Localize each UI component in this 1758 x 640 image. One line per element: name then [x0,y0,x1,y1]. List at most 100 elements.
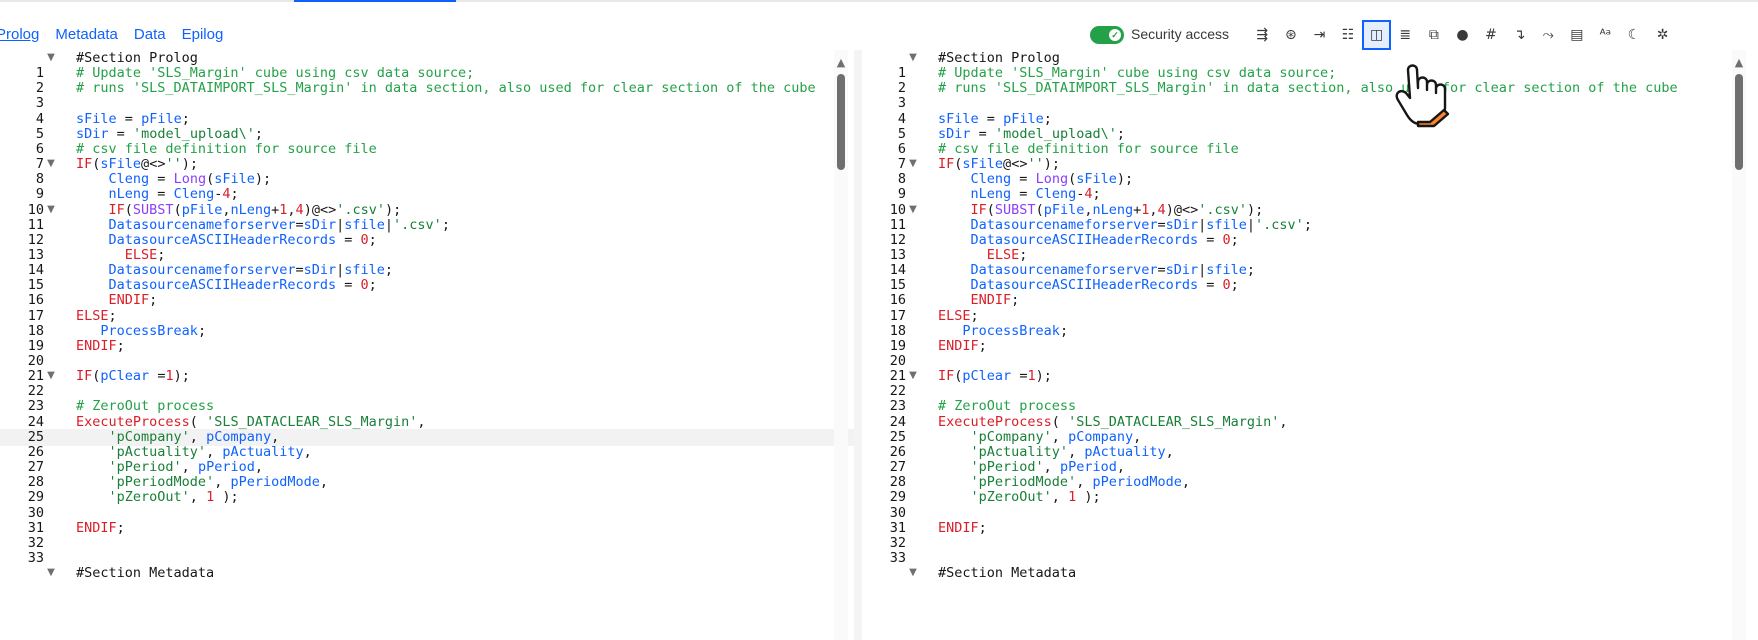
code-line[interactable]: 6# csv file definition for source file [0,141,854,158]
compare-icon[interactable]: ⊛ [1285,27,1297,43]
code-line[interactable]: 3 [0,95,854,112]
code-line[interactable]: 9 nLeng = Cleng-4; [862,186,1758,203]
code-line[interactable]: 21▼IF(pClear =1); [0,368,854,385]
fold-arrow-icon[interactable]: ▼ [909,158,917,170]
code-line[interactable]: 16 ENDIF; [0,292,854,309]
code-line[interactable]: 9 nLeng = Cleng-4; [0,186,854,203]
code-line[interactable]: 23# ZeroOut process [862,398,1758,415]
text-size-icon[interactable]: ᴬᵃ [1599,27,1612,43]
code-line[interactable]: 21▼IF(pClear =1); [862,368,1758,385]
code-line[interactable]: 26 'pActuality', pActuality, [862,444,1758,461]
hash-icon[interactable]: # [1485,27,1497,43]
fold-arrow-icon[interactable]: ▼ [47,370,55,382]
code-line[interactable]: 30 [0,505,854,522]
code-line[interactable]: ▼#Section Metadata [0,565,854,582]
scrollbar-thumb[interactable] [837,74,845,170]
scroll-up-arrow-icon[interactable]: ▲ [1734,56,1744,69]
tab-epilog[interactable]: Epilog [181,26,224,43]
dark-mode-icon[interactable]: ☾ [1627,27,1641,43]
code-line[interactable]: 2# runs 'SLS_DATAIMPORT_SLS_Margin' in d… [0,80,854,97]
code-line[interactable]: 27 'pPeriod', pPeriod, [862,459,1758,476]
code-line[interactable]: 18 ProcessBreak; [0,323,854,340]
code-line[interactable]: 7▼IF(sFile@<>''); [862,156,1758,173]
scrollbar-thumb[interactable] [1735,74,1743,170]
table-icon[interactable]: ▤ [1570,27,1584,43]
code-line[interactable]: 20 [862,353,1758,370]
code-line[interactable]: ▼#Section Prolog [0,50,854,67]
wrap-icon[interactable]: ↴ [1513,27,1526,43]
code-line[interactable]: 28 'pPeriodMode', pPeriodMode, [0,474,854,491]
pane-divider[interactable] [854,50,862,640]
code-line[interactable]: 15 DatasourceASCIIHeaderRecords = 0; [0,277,854,294]
split-view-icon[interactable]: ◫ [1362,20,1391,50]
tab-data[interactable]: Data [133,26,166,43]
tab-metadata[interactable]: Metadata [55,26,118,43]
code-line[interactable]: 13 ELSE; [862,247,1758,264]
code-line[interactable]: 32 [0,535,854,552]
code-line[interactable]: 1# Update 'SLS_Margin' cube using csv da… [0,65,854,82]
code-line[interactable]: 7▼IF(sFile@<>''); [0,156,854,173]
code-line[interactable]: 1# Update 'SLS_Margin' cube using csv da… [862,65,1758,82]
fold-arrow-icon[interactable]: ▼ [909,567,917,579]
record-icon[interactable]: ● [1456,27,1469,43]
fold-arrow-icon[interactable]: ▼ [47,567,55,579]
fold-arrow-icon[interactable]: ▼ [909,52,917,63]
scroll-up-arrow-icon[interactable]: ▲ [836,56,846,69]
code-line[interactable]: 33 [862,550,1758,567]
code-line[interactable]: 25 'pCompany', pCompany, [0,428,854,446]
code-line[interactable]: 6# csv file definition for source file [862,141,1758,158]
code-line[interactable]: 14 Datasourcenameforserver=sDir|sfile; [862,262,1758,279]
numbered-list-icon[interactable]: ☷ [1341,27,1355,43]
code-line[interactable]: 8 Cleng = Long(sFile); [862,171,1758,188]
code-line[interactable]: 2# runs 'SLS_DATAIMPORT_SLS_Margin' in d… [862,80,1758,97]
security-access-toggle[interactable]: ✓ [1090,26,1124,44]
code-line[interactable]: 29 'pZeroOut', 1 ); [862,489,1758,506]
code-line[interactable]: 20 [0,353,854,370]
code-line[interactable]: 12 DatasourceASCIIHeaderRecords = 0; [862,232,1758,249]
code-line[interactable]: 23# ZeroOut process [0,398,854,415]
code-line[interactable]: 3 [862,95,1758,112]
code-line[interactable]: 14 Datasourcenameforserver=sDir|sfile; [0,262,854,279]
debug-icon[interactable]: ✲ [1656,27,1669,43]
export-icon[interactable]: ⇶ [1256,27,1269,43]
fold-arrow-icon[interactable]: ▼ [47,158,55,170]
code-line[interactable]: 16 ENDIF; [862,292,1758,309]
code-line[interactable]: 11 Datasourcenameforserver=sDir|sfile|'.… [862,217,1758,234]
code-line[interactable]: 11 Datasourcenameforserver=sDir|sfile|'.… [0,217,854,234]
code-line[interactable]: 29 'pZeroOut', 1 ); [0,489,854,506]
code-line[interactable]: 33 [0,550,854,567]
code-line[interactable]: 28 'pPeriodMode', pPeriodMode, [862,474,1758,491]
code-line[interactable]: 15 DatasourceASCIIHeaderRecords = 0; [862,277,1758,294]
vertical-scrollbar-left[interactable]: ▲ [834,50,848,640]
code-line[interactable]: 26 'pActuality', pActuality, [0,444,854,461]
code-line[interactable]: ▼#Section Metadata [862,565,1758,582]
format-icon[interactable]: ⤳ [1542,27,1554,43]
code-line[interactable]: 12 DatasourceASCIIHeaderRecords = 0; [0,232,854,249]
fold-arrow-icon[interactable]: ▼ [47,52,55,63]
diff-icon[interactable]: ⧉ [1428,27,1439,43]
code-line[interactable]: ▼#Section Prolog [862,50,1758,67]
code-line[interactable]: 22 [0,383,854,400]
code-line[interactable]: 10▼ IF(SUBST(pFile,nLeng+1,4)@<>'.csv'); [862,202,1758,219]
fold-arrow-icon[interactable]: ▼ [909,370,917,382]
code-line[interactable]: 22 [862,383,1758,400]
code-line[interactable]: 13 ELSE; [0,247,854,264]
vertical-scrollbar-right[interactable]: ▲ [1732,50,1746,640]
code-line[interactable]: 27 'pPeriod', pPeriod, [0,459,854,476]
indent-icon[interactable]: ⇥ [1313,27,1326,43]
code-line[interactable]: 32 [862,535,1758,552]
fold-arrow-icon[interactable]: ▼ [47,203,55,215]
fold-arrow-icon[interactable]: ▼ [909,203,917,215]
